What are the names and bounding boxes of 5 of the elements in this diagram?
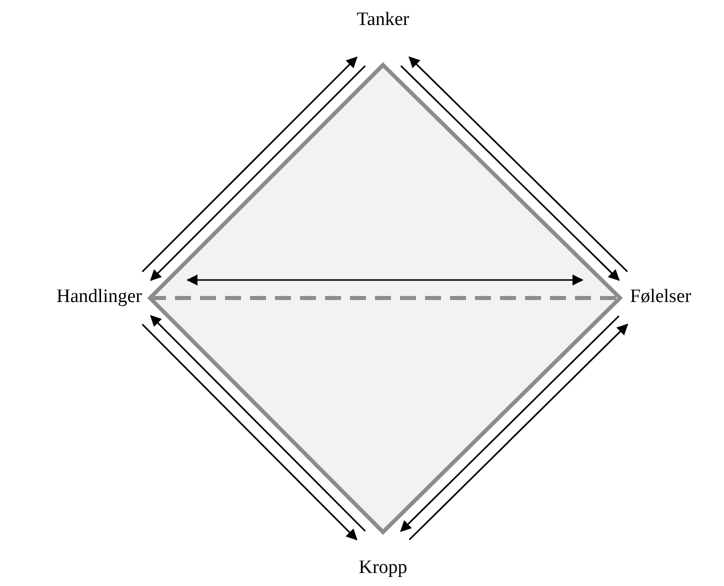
corner-label: Tanker — [330, 6, 436, 34]
corner-label: Følelser — [630, 283, 724, 311]
corner-label: Kropp — [330, 554, 436, 582]
arrow — [186, 274, 584, 286]
corner-label: Handlinger — [0, 283, 142, 311]
